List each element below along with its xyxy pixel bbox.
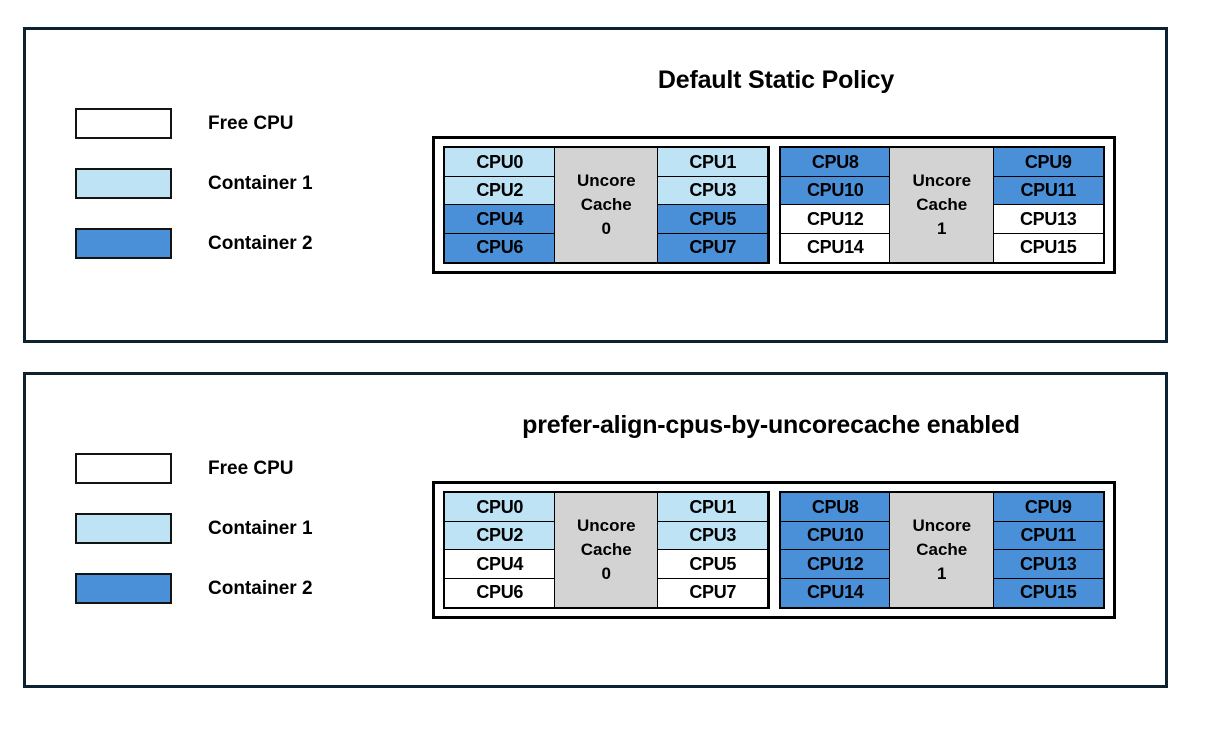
cpu-cell: CPU14 bbox=[779, 577, 891, 608]
cache-cluster-1: CPU8 CPU10 CPU12 CPU14 Uncore Cache 1 CP… bbox=[778, 146, 1105, 264]
cpu-cell: CPU3 bbox=[657, 520, 769, 551]
page-title: prefer-align-cpus-by-uncorecache enabled bbox=[522, 411, 1020, 439]
cpu-cell: CPU2 bbox=[444, 520, 556, 551]
cpu-topology-grid: CPU0 CPU2 CPU4 CPU6 Uncore Cache 0 CPU1 … bbox=[432, 481, 1116, 619]
uncore-cache-label-line1: Uncore bbox=[576, 515, 636, 535]
legend-item-container-2: Container 2 bbox=[75, 573, 313, 604]
legend-label-container-2: Container 2 bbox=[208, 577, 313, 599]
cpu-cell: CPU4 bbox=[444, 549, 556, 580]
cache-cluster-0: CPU0 CPU2 CPU4 CPU6 Uncore Cache 0 CPU1 … bbox=[443, 491, 770, 609]
legend-item-container-2: Container 2 bbox=[75, 228, 313, 259]
cpu-cell: CPU12 bbox=[779, 549, 891, 580]
uncore-cache-label-index: 1 bbox=[937, 219, 947, 239]
cpu-cell: CPU15 bbox=[992, 577, 1104, 608]
cpu-cell: CPU5 bbox=[657, 204, 769, 235]
uncore-cache-label-line2: Cache bbox=[916, 194, 968, 214]
uncore-cache-label-index: 0 bbox=[601, 564, 611, 584]
cpu-cell: CPU7 bbox=[657, 577, 769, 608]
legend-swatch-free-cpu bbox=[75, 453, 172, 484]
uncore-cache-label-line1: Uncore bbox=[912, 170, 972, 190]
cpu-cell: CPU12 bbox=[779, 204, 891, 235]
legend-label-free-cpu: Free CPU bbox=[208, 112, 294, 134]
cpu-column-left: CPU0 CPU2 CPU4 CPU6 bbox=[444, 492, 556, 608]
cpu-cell: CPU15 bbox=[992, 232, 1104, 263]
panel-default-static-policy: Default Static Policy Free CPU Container… bbox=[23, 27, 1168, 343]
uncore-cache-label-index: 1 bbox=[937, 564, 947, 584]
cpu-cell: CPU13 bbox=[992, 204, 1104, 235]
cpu-column-left: CPU8 CPU10 CPU12 CPU14 bbox=[779, 492, 891, 608]
legend-item-container-1: Container 1 bbox=[75, 513, 313, 544]
cpu-column-right: CPU1 CPU3 CPU5 CPU7 bbox=[657, 492, 769, 608]
uncore-cache-box-0: Uncore Cache 0 bbox=[553, 147, 659, 263]
cpu-cell: CPU2 bbox=[444, 175, 556, 206]
uncore-cache-label-line2: Cache bbox=[916, 539, 968, 559]
cpu-column-right: CPU1 CPU3 CPU5 CPU7 bbox=[657, 147, 769, 263]
cpu-cell: CPU11 bbox=[992, 520, 1104, 551]
cpu-cell: CPU0 bbox=[444, 147, 556, 178]
cpu-cell: CPU3 bbox=[657, 175, 769, 206]
cpu-cell: CPU10 bbox=[779, 520, 891, 551]
uncore-cache-label-line2: Cache bbox=[580, 194, 632, 214]
cpu-column-right: CPU9 CPU11 CPU13 CPU15 bbox=[992, 492, 1104, 608]
cache-cluster-0: CPU0 CPU2 CPU4 CPU6 Uncore Cache 0 CPU1 … bbox=[443, 146, 770, 264]
cpu-cell: CPU11 bbox=[992, 175, 1104, 206]
cpu-cell: CPU1 bbox=[657, 492, 769, 523]
cpu-cell: CPU5 bbox=[657, 549, 769, 580]
cpu-cell: CPU8 bbox=[779, 492, 891, 523]
cpu-cell: CPU9 bbox=[992, 147, 1104, 178]
cpu-cell: CPU14 bbox=[779, 232, 891, 263]
cpu-cell: CPU7 bbox=[657, 232, 769, 263]
cpu-cell: CPU6 bbox=[444, 232, 556, 263]
legend-item-free-cpu: Free CPU bbox=[75, 453, 313, 484]
cpu-column-left: CPU8 CPU10 CPU12 CPU14 bbox=[779, 147, 891, 263]
cpu-topology-grid: CPU0 CPU2 CPU4 CPU6 Uncore Cache 0 CPU1 … bbox=[432, 136, 1116, 274]
legend-label-container-2: Container 2 bbox=[208, 232, 313, 254]
cpu-cell: CPU13 bbox=[992, 549, 1104, 580]
uncore-cache-label-index: 0 bbox=[601, 219, 611, 239]
cpu-column-right: CPU9 CPU11 CPU13 CPU15 bbox=[992, 147, 1104, 263]
legend-swatch-container-2 bbox=[75, 573, 172, 604]
legend-swatch-container-1 bbox=[75, 513, 172, 544]
uncore-cache-box-1: Uncore Cache 1 bbox=[889, 147, 995, 263]
legend-swatch-container-2 bbox=[75, 228, 172, 259]
legend: Free CPU Container 1 Container 2 bbox=[75, 453, 313, 604]
uncore-cache-box-0: Uncore Cache 0 bbox=[553, 492, 659, 608]
legend-label-container-1: Container 1 bbox=[208, 517, 313, 539]
legend: Free CPU Container 1 Container 2 bbox=[75, 108, 313, 259]
legend-item-free-cpu: Free CPU bbox=[75, 108, 313, 139]
cpu-cell: CPU6 bbox=[444, 577, 556, 608]
legend-swatch-free-cpu bbox=[75, 108, 172, 139]
legend-item-container-1: Container 1 bbox=[75, 168, 313, 199]
uncore-cache-label-line2: Cache bbox=[580, 539, 632, 559]
uncore-cache-box-1: Uncore Cache 1 bbox=[889, 492, 995, 608]
cache-cluster-1: CPU8 CPU10 CPU12 CPU14 Uncore Cache 1 CP… bbox=[778, 491, 1105, 609]
cpu-column-left: CPU0 CPU2 CPU4 CPU6 bbox=[444, 147, 556, 263]
page-title: Default Static Policy bbox=[657, 66, 895, 94]
uncore-cache-label-line1: Uncore bbox=[912, 515, 972, 535]
cpu-cell: CPU8 bbox=[779, 147, 891, 178]
legend-swatch-container-1 bbox=[75, 168, 172, 199]
cpu-cell: CPU0 bbox=[444, 492, 556, 523]
uncore-cache-label-line1: Uncore bbox=[576, 170, 636, 190]
legend-label-container-1: Container 1 bbox=[208, 172, 313, 194]
cpu-cell: CPU4 bbox=[444, 204, 556, 235]
panel-prefer-align-cpus-by-uncorecache: prefer-align-cpus-by-uncorecache enabled… bbox=[23, 372, 1168, 688]
cpu-cell: CPU1 bbox=[657, 147, 769, 178]
legend-label-free-cpu: Free CPU bbox=[208, 457, 294, 479]
cpu-cell: CPU9 bbox=[992, 492, 1104, 523]
cpu-cell: CPU10 bbox=[779, 175, 891, 206]
